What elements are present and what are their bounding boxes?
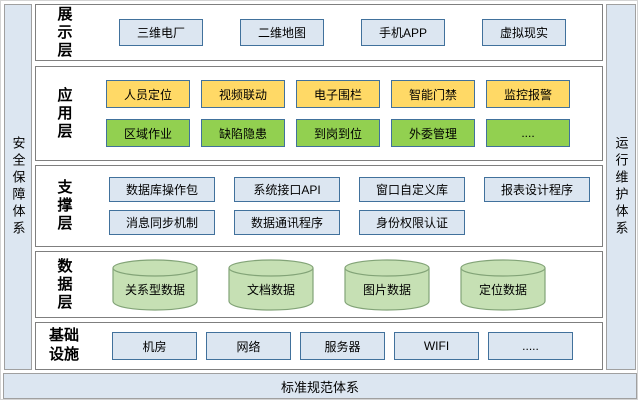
presentation-box: 手机APP	[361, 19, 445, 46]
cylinder-label: 关系型数据	[124, 283, 185, 297]
database-cylinder: 定位数据	[460, 258, 546, 311]
database-cylinder: 文档数据	[228, 258, 314, 311]
infrastructure-rows: 机房 网络 服务器 WIFI .....	[92, 323, 602, 369]
support-box: 消息同步机制	[109, 210, 215, 235]
support-box: 数据库操作包	[109, 177, 215, 202]
application-box: 人员定位	[106, 80, 190, 108]
infrastructure-box: 网络	[206, 332, 291, 360]
application-box-more: ....	[486, 119, 570, 147]
support-box: 窗口自定义库	[359, 177, 465, 202]
layer-label-data: 数据层	[55, 257, 73, 312]
operations-system-label: 运行维护体系	[613, 136, 629, 238]
layer-label-infrastructure: 基础设施	[48, 327, 79, 363]
presentation-box: 虚拟现实	[482, 19, 566, 46]
database-cylinder: 图片数据	[344, 258, 430, 311]
cylinder-label: 文档数据	[246, 283, 295, 297]
application-rows: 人员定位 视频联动 电子围栏 智能门禁 监控报警 区域作业 缺陷隐患 到岗到位 …	[92, 67, 602, 160]
layer-infrastructure: 基础设施 机房 网络 服务器 WIFI .....	[35, 322, 603, 370]
support-box: 身份权限认证	[359, 210, 465, 235]
infrastructure-box: 服务器	[300, 332, 385, 360]
layer-label-application: 应用层	[55, 86, 73, 141]
infrastructure-box: 机房	[112, 332, 197, 360]
cylinder-icon	[112, 258, 198, 311]
layer-label-support: 支撑层	[55, 179, 73, 233]
cylinder-label: 定位数据	[478, 283, 527, 297]
cylinder-icon	[460, 258, 546, 311]
standards-system-label: 标准规范体系	[280, 379, 359, 395]
layer-data: 数据层 关系型数据	[35, 251, 603, 318]
support-rows: 数据库操作包 系统接口API 窗口自定义库 报表设计程序 消息同步机制 数据通讯…	[92, 166, 602, 246]
cylinder-icon	[344, 258, 430, 311]
cylinder-icon	[228, 258, 314, 311]
application-box: 缺陷隐患	[201, 119, 285, 147]
database-cylinder: 关系型数据	[112, 258, 198, 311]
security-system-label: 安全保障体系	[10, 136, 26, 238]
layer-application: 应用层 人员定位 视频联动 电子围栏 智能门禁 监控报警 区域作业 缺陷隐患 到…	[35, 66, 603, 161]
infrastructure-box-more: .....	[488, 332, 573, 360]
application-box: 到岗到位	[296, 119, 380, 147]
application-box: 电子围栏	[296, 80, 380, 108]
infrastructure-box: WIFI	[394, 332, 479, 360]
application-box: 外委管理	[391, 119, 475, 147]
presentation-rows: 三维电厂 二维地图 手机APP 虚拟现实	[92, 5, 602, 60]
data-rows: 关系型数据 文档数据 图片数据	[92, 252, 602, 317]
presentation-box: 三维电厂	[119, 19, 203, 46]
layer-stack: 展示层 三维电厂 二维地图 手机APP 虚拟现实 应用层 人员定位 视频联动	[35, 1, 603, 373]
application-box: 智能门禁	[391, 80, 475, 108]
operations-system-bar: 运行维护体系	[606, 4, 636, 370]
security-system-bar: 安全保障体系	[4, 4, 32, 370]
support-box: 数据通讯程序	[234, 210, 340, 235]
application-box: 区域作业	[106, 119, 190, 147]
application-box: 视频联动	[201, 80, 285, 108]
layer-presentation: 展示层 三维电厂 二维地图 手机APP 虚拟现实	[35, 4, 603, 61]
support-box: 系统接口API	[234, 177, 340, 202]
application-box: 监控报警	[486, 80, 570, 108]
cylinder-label: 图片数据	[362, 283, 411, 297]
layer-support: 支撑层 数据库操作包 系统接口API 窗口自定义库 报表设计程序 消息同步机制 …	[35, 165, 603, 247]
layer-label-presentation: 展示层	[55, 5, 73, 60]
support-box: 报表设计程序	[484, 177, 590, 202]
standards-system-bar: 标准规范体系	[3, 373, 637, 399]
presentation-box: 二维地图	[240, 19, 324, 46]
